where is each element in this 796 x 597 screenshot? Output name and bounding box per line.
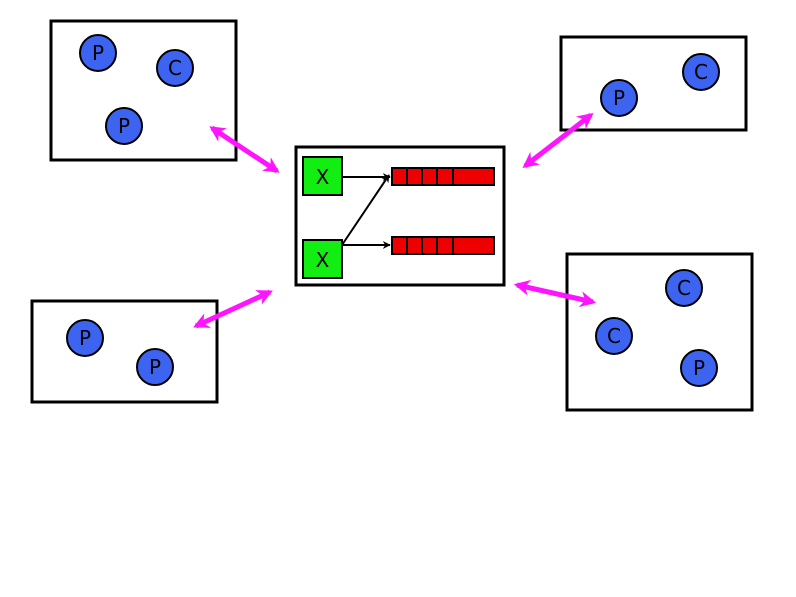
producer-node: P bbox=[105, 107, 143, 145]
consumer-node: C bbox=[595, 317, 633, 355]
consumer-node: C bbox=[665, 269, 703, 307]
exchange: X bbox=[302, 156, 343, 196]
node-label: P bbox=[693, 356, 705, 380]
client-group-bottom-left: P P bbox=[30, 299, 219, 404]
client-group-bottom-right: C C P bbox=[565, 252, 754, 412]
consumer-node: C bbox=[682, 53, 720, 91]
node-label: P bbox=[613, 86, 625, 110]
client-box bbox=[49, 19, 238, 162]
node-label: C bbox=[607, 324, 621, 348]
producer-node: P bbox=[680, 349, 718, 387]
consumer-node: C bbox=[156, 49, 194, 87]
queue bbox=[391, 167, 495, 186]
node-label: C bbox=[677, 276, 691, 300]
client-box bbox=[565, 252, 754, 412]
producer-node: P bbox=[600, 79, 638, 117]
node-label: P bbox=[149, 355, 161, 379]
exchange: X bbox=[302, 239, 343, 279]
binding-arrow bbox=[341, 174, 390, 246]
broker: X X bbox=[294, 145, 506, 287]
producer-node: P bbox=[136, 348, 174, 386]
queue bbox=[391, 236, 495, 255]
exchange-label: X bbox=[316, 248, 330, 272]
connection-link bbox=[193, 289, 273, 329]
node-label: P bbox=[79, 326, 91, 350]
producer-node: P bbox=[66, 319, 104, 357]
client-box bbox=[30, 299, 219, 404]
node-label: P bbox=[118, 114, 130, 138]
producer-node: P bbox=[79, 34, 117, 72]
connection-link bbox=[513, 279, 597, 308]
client-group-top-left: P C P bbox=[49, 19, 238, 162]
exchange-label: X bbox=[316, 165, 330, 189]
connection-link bbox=[209, 125, 280, 174]
node-label: C bbox=[168, 56, 182, 80]
node-label: C bbox=[694, 60, 708, 84]
connection-link bbox=[522, 113, 594, 168]
node-label: P bbox=[92, 41, 104, 65]
